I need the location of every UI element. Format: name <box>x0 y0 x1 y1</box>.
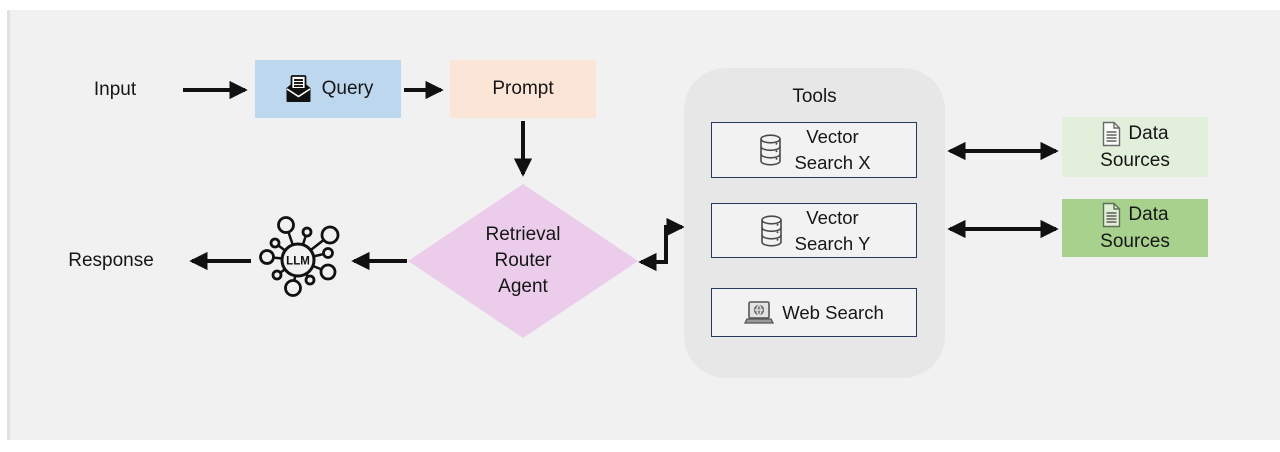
tool-label-line2: Search Y <box>794 232 871 254</box>
router-label-line2: Router <box>494 250 552 271</box>
llm-icon-label: LLM <box>286 256 310 268</box>
tools-container: Tools Vector <box>684 68 945 378</box>
llm-icon: LLM <box>250 210 350 310</box>
tool-label-line1: Vector <box>806 126 859 147</box>
tool-label-line1: Vector <box>806 206 859 228</box>
tool-web-search: Web Search <box>711 288 917 337</box>
envelope-icon <box>283 74 314 104</box>
data-sources-node-light: Data Sources <box>1062 117 1208 177</box>
tool-label-line1: Web Search <box>782 301 884 323</box>
slide-edge-strip <box>7 10 10 440</box>
tool-vector-search-x: Vector Search X <box>711 122 917 178</box>
router-label-line3: Agent <box>498 276 548 297</box>
input-label: Input <box>93 79 137 100</box>
tool-vector-search-y: Vector Search Y <box>711 203 917 258</box>
data-sources-node-green: Data Sources <box>1062 199 1208 257</box>
document-icon <box>1101 121 1122 147</box>
data-sources-label-line2: Sources <box>1100 231 1170 252</box>
tool-label-line2: Search X <box>794 152 871 173</box>
data-sources-label-line1: Data <box>1128 204 1169 225</box>
response-label: Response <box>68 250 154 271</box>
data-sources-label-line2: Sources <box>1100 150 1170 171</box>
query-node: Query <box>255 60 401 118</box>
tools-title: Tools <box>792 86 837 107</box>
query-node-label: Query <box>321 78 374 99</box>
prompt-node-label: Prompt <box>492 78 554 99</box>
document-icon <box>1101 202 1122 228</box>
prompt-node: Prompt <box>450 60 596 118</box>
database-icon <box>757 133 784 167</box>
data-sources-label-line1: Data <box>1128 123 1169 144</box>
web-search-icon <box>744 300 775 326</box>
database-icon <box>758 214 785 248</box>
router-label-line1: Retrieval <box>485 224 561 245</box>
